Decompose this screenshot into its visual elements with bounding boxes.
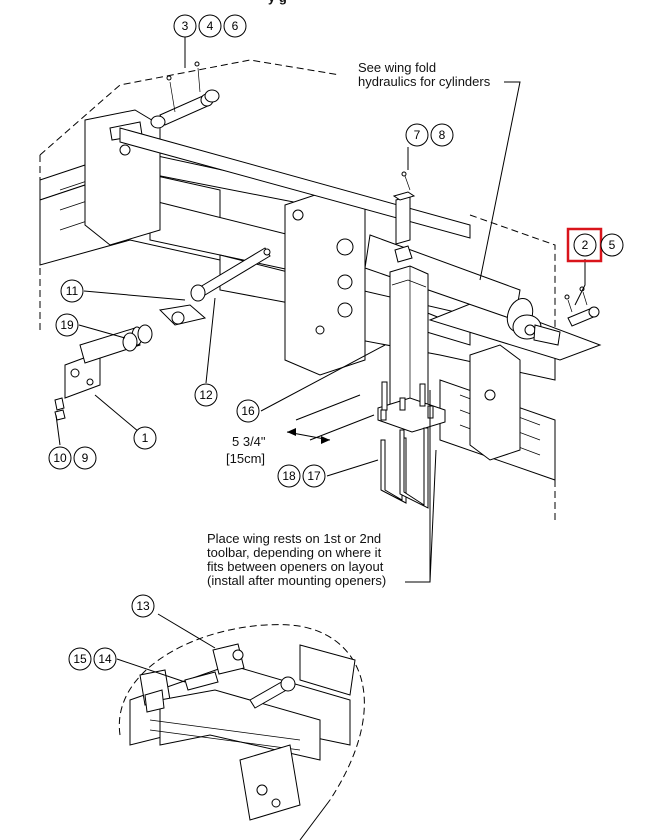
hydraulics-note-line2: hydraulics for cylinders bbox=[358, 74, 491, 89]
callout-7[interactable]: 7 bbox=[405, 123, 429, 147]
callout-15[interactable]: 15 bbox=[68, 647, 92, 671]
callout-14[interactable]: 14 bbox=[93, 647, 117, 671]
callout-12-label: 12 bbox=[199, 388, 213, 402]
callout-9-label: 9 bbox=[82, 451, 89, 465]
wing-rest-note-line3: fits between openers on layout bbox=[207, 559, 384, 574]
callout-8-label: 8 bbox=[439, 128, 446, 142]
callout-13-label: 13 bbox=[136, 599, 150, 613]
callout-10[interactable]: 10 bbox=[48, 446, 72, 470]
callout-9[interactable]: 9 bbox=[73, 446, 97, 470]
hydraulics-note-line1: See wing fold bbox=[358, 60, 436, 75]
callout-13[interactable]: 13 bbox=[131, 594, 155, 618]
callout-19[interactable]: 19 bbox=[55, 313, 79, 337]
callout-3-label: 3 bbox=[182, 19, 189, 33]
callout-2[interactable]: 2 bbox=[573, 233, 597, 257]
wing-rest-note-line1: Place wing rests on 1st or 2nd bbox=[207, 531, 381, 546]
callout-11-label: 11 bbox=[66, 284, 79, 298]
detail-view bbox=[118, 624, 365, 840]
dimension-metric: [15cm] bbox=[226, 451, 265, 466]
wing-rest-note-line4: (install after mounting openers) bbox=[207, 573, 386, 588]
callout-6-label: 6 bbox=[232, 19, 239, 33]
callout-17-label: 17 bbox=[307, 469, 321, 483]
callout-8[interactable]: 8 bbox=[430, 123, 454, 147]
dimension-imperial: 5 3/4" bbox=[232, 434, 266, 449]
hinge-pin bbox=[190, 247, 271, 302]
wing-rest-note-line2: toolbar, depending on where it bbox=[207, 545, 382, 560]
callout-18[interactable]: 18 bbox=[277, 464, 301, 488]
callout-4[interactable]: 4 bbox=[198, 14, 222, 38]
callout-12[interactable]: 12 bbox=[194, 383, 218, 407]
callout-7-label: 7 bbox=[414, 128, 421, 142]
dimension-wing-rest-offset: 5 3/4" [15cm] bbox=[226, 394, 375, 466]
u-bolts bbox=[380, 427, 429, 509]
callout-19-label: 19 bbox=[60, 318, 74, 332]
callout-14-label: 14 bbox=[98, 652, 112, 666]
partial-title: y g bbox=[268, 0, 287, 5]
wing-pivot-shaft bbox=[119, 127, 471, 239]
upper-pin-assembly bbox=[150, 61, 220, 129]
callout-1[interactable]: 1 bbox=[133, 426, 157, 450]
callout-2-label: 2 bbox=[582, 238, 589, 252]
cylinder-pin-assembly bbox=[564, 286, 600, 327]
leader-lines bbox=[55, 37, 586, 683]
main-frame-outline bbox=[39, 59, 556, 520]
callout-3[interactable]: 3 bbox=[173, 14, 197, 38]
callout-4-label: 4 bbox=[207, 19, 214, 33]
callout-1-label: 1 bbox=[142, 431, 149, 445]
callout-16[interactable]: 16 bbox=[236, 399, 260, 423]
callout-16-label: 16 bbox=[241, 404, 255, 418]
callout-11[interactable]: 11 bbox=[60, 279, 84, 303]
callout-5-label: 5 bbox=[609, 238, 616, 252]
callout-5[interactable]: 5 bbox=[600, 233, 624, 257]
callout-10-label: 10 bbox=[53, 451, 67, 465]
mount-pin-assembly bbox=[54, 304, 207, 421]
center-upright-plate bbox=[284, 189, 366, 376]
callout-18-label: 18 bbox=[282, 469, 296, 483]
callout-15-label: 15 bbox=[73, 652, 87, 666]
wing-rest-bolt bbox=[392, 171, 416, 263]
callout-6[interactable]: 6 bbox=[223, 14, 247, 38]
callout-17[interactable]: 17 bbox=[302, 464, 326, 488]
